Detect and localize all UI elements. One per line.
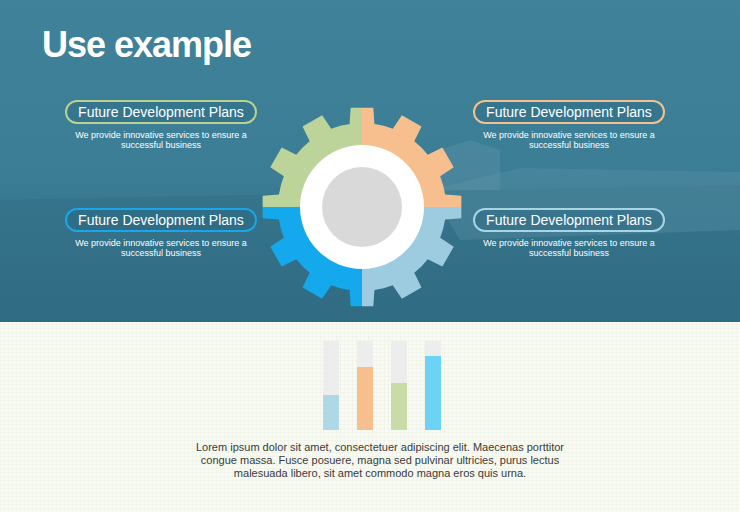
body-text: We provide innovative services to ensure… [71,238,251,258]
heading-pill: Future Development Plans [473,208,665,232]
body-text: We provide innovative services to ensure… [71,130,251,150]
bar-track [425,341,441,430]
bar-fill [357,367,373,430]
plan-node: Future Development Plans We provide innov… [444,100,694,150]
gear-illustration [263,108,462,307]
gear-quadrant [263,207,362,306]
gear-ring [300,145,424,269]
photo-band [0,0,740,322]
grid-ground [0,322,740,512]
body-text: We provide innovative services to ensure… [479,238,659,258]
gear-quadrant [263,108,362,207]
gear-hub [322,167,402,247]
bar-track [391,341,407,430]
bar-fill [391,383,407,430]
gear-quadrant [362,207,461,306]
bar-illustration [323,341,441,430]
body-text: We provide innovative services to ensure… [479,130,659,150]
bar-fill [425,356,441,430]
heading-pill: Future Development Plans [473,100,665,124]
plan-node: Future Development Plans We provide innov… [36,208,286,258]
slide-title: Use example [42,24,251,66]
heading-pill: Future Development Plans [65,100,257,124]
bar-track [357,341,373,430]
bar-fill [323,395,339,430]
gear-quadrant [362,108,461,207]
plan-node: Future Development Plans We provide innov… [444,208,694,258]
body-paragraph: Lorem ipsum dolor sit amet, consectetuer… [192,441,568,480]
bar-track [323,341,339,430]
plan-node: Future Development Plans We provide innov… [36,100,286,150]
heading-pill: Future Development Plans [65,208,257,232]
